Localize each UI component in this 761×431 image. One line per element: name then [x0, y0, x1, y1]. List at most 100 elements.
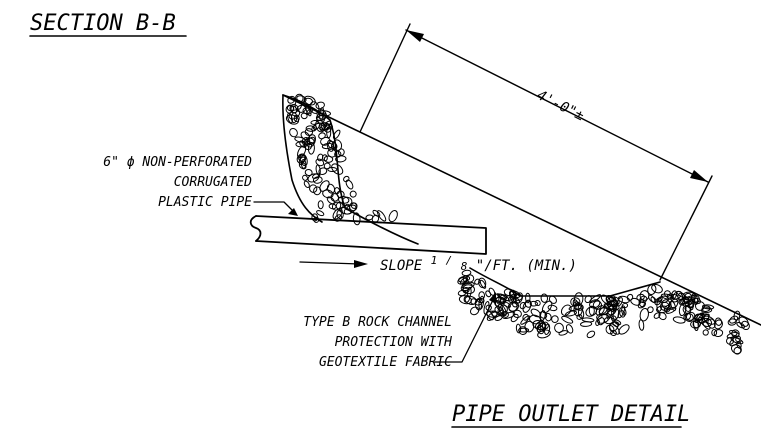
rock-stone: [544, 323, 551, 336]
rock-stone: [303, 95, 316, 106]
slope-callout: SLOPE 1 / 8 "/FT. (MIN.): [299, 254, 577, 274]
rock-stone: [696, 312, 705, 321]
rock-stone: [714, 319, 723, 330]
rock-stone: [701, 305, 711, 312]
rock-stone: [462, 275, 468, 283]
rock-stone: [331, 163, 344, 175]
rock-stone: [289, 127, 298, 138]
rock-stone: [334, 150, 342, 158]
rock-stone: [536, 325, 545, 335]
rock-stone: [323, 155, 334, 163]
rock-stone: [656, 297, 663, 312]
rock-stone: [617, 295, 631, 304]
rock-stone: [561, 315, 574, 324]
rock-stone: [727, 318, 737, 326]
rock-stone: [661, 299, 671, 310]
rock-stone: [729, 335, 741, 347]
rock-stone: [554, 322, 564, 333]
rock-stone: [580, 321, 593, 327]
rock-stone: [316, 210, 325, 217]
rock-stone: [685, 311, 696, 321]
rock-callout: TYPE B ROCK CHANNEL PROTECTION WITH GEOT…: [303, 292, 496, 370]
rock-leader: [433, 297, 495, 363]
rock-stone: [302, 174, 308, 181]
rock-stone: [312, 176, 323, 184]
rock-stone: [322, 189, 334, 199]
pipe-callout-line1: 6" ϕ NON-PERFORATED: [103, 155, 252, 170]
rock-stone: [619, 310, 626, 318]
rock-stone: [330, 193, 340, 202]
rock-stone: [707, 318, 716, 329]
dimension-arrow-left: [406, 30, 424, 42]
rock-stone: [457, 289, 467, 297]
rock-stone: [711, 329, 718, 337]
rock-leader-arrow: [489, 292, 496, 304]
rock-stone: [319, 123, 330, 132]
dimension-label: 4'-0"±: [534, 87, 586, 124]
rock-stone: [653, 312, 661, 319]
rock-stone: [539, 310, 546, 321]
rock-stone: [479, 279, 487, 289]
rock-stone: [376, 210, 387, 222]
rock-stone: [317, 200, 324, 210]
rock-stone: [595, 305, 605, 316]
rock-stone: [606, 295, 619, 307]
rock-stone: [588, 305, 595, 316]
rock-stone: [498, 294, 508, 303]
pipe-callout: 6" ϕ NON-PERFORATED CORRUGATED PLASTIC P…: [103, 155, 298, 216]
rock-stone: [541, 321, 549, 330]
rock-stone: [551, 315, 559, 323]
rock-stone: [300, 112, 308, 120]
rock-stone: [540, 293, 549, 303]
rock-stone: [668, 298, 679, 310]
rock-stone: [616, 297, 623, 307]
rock-stone: [317, 153, 324, 162]
rock-stone: [522, 299, 532, 313]
rock-stone: [498, 304, 508, 314]
rock-stone: [729, 315, 739, 324]
rock-stone: [300, 159, 307, 169]
pipe-break-end: [249, 215, 262, 242]
rock-stone: [497, 293, 510, 302]
rock-stone: [332, 208, 343, 220]
rock-stone: [512, 309, 522, 319]
slope-surface-line: [282, 94, 761, 326]
rock-callout-line1: TYPE B ROCK CHANNEL: [303, 315, 452, 330]
rock-stone: [524, 320, 535, 333]
rock-callout-line2: PROTECTION WITH: [335, 335, 453, 350]
rock-stone: [320, 136, 331, 146]
slope-fraction-numerator: 1: [431, 254, 438, 267]
rock-stone: [462, 286, 470, 294]
rock-stone: [657, 295, 669, 304]
rock-stone: [586, 330, 596, 339]
rock-stone: [305, 125, 316, 132]
slope-suffix: "/FT. (MIN.): [476, 258, 577, 274]
slope-arrow-head: [354, 260, 368, 268]
rock-stone: [349, 190, 357, 198]
slope-arrow-line: [299, 261, 361, 265]
rock-stone: [702, 304, 715, 310]
rock-stone: [547, 304, 558, 312]
rock-stone: [365, 214, 374, 221]
rock-stone: [307, 173, 320, 183]
rock-riprap-hatch: [285, 93, 750, 355]
dimension-line: [405, 29, 709, 183]
rock-stone: [311, 125, 317, 132]
rock-stone: [518, 326, 528, 336]
rock-stone: [560, 304, 572, 316]
rock-stone: [318, 167, 328, 175]
rock-stone: [519, 301, 526, 310]
rock-upper-boundary: [282, 94, 323, 223]
rock-stone: [522, 313, 529, 321]
dimension-extension-left: [359, 23, 411, 133]
rock-stone: [690, 294, 700, 303]
rock-stone: [605, 324, 615, 335]
rock-stone: [525, 292, 531, 304]
rock-stone: [693, 297, 702, 305]
rock-stone: [466, 286, 472, 298]
rock-stone: [520, 315, 531, 325]
rock-stone: [650, 296, 657, 304]
rock-stone: [461, 269, 472, 277]
rock-stone: [296, 153, 306, 164]
rock-stone: [736, 321, 746, 329]
